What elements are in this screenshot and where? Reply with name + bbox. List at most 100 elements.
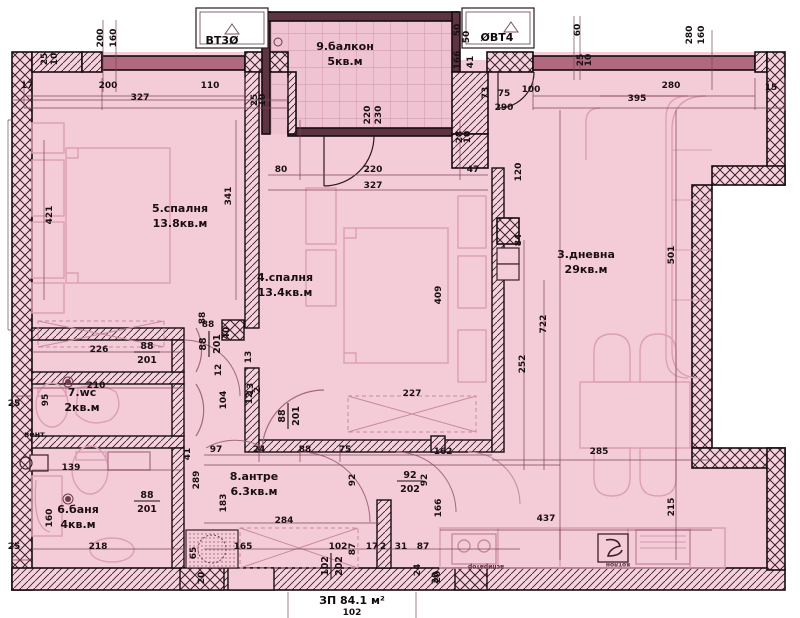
dimension-value: 88 — [198, 312, 208, 325]
dimension-value: 722 — [539, 315, 549, 334]
room-labels: 3.дневна29кв.м4.спалня13.4кв.м5.спалня13… — [57, 40, 615, 531]
dimension-value: 50 — [453, 24, 463, 37]
door-height: 201 — [212, 334, 223, 354]
dimension-value: 12 — [214, 364, 224, 377]
dimension-value: 50 — [462, 31, 472, 44]
door-height: 202 — [400, 484, 420, 495]
dimension-value: 87 — [348, 543, 358, 556]
dimension-value: 87 — [417, 542, 430, 552]
dimension-value: 41 — [183, 448, 193, 461]
dimension-value: 200 — [99, 81, 118, 91]
appliance-label: котлон — [606, 561, 630, 568]
door-width: 102 — [320, 556, 331, 576]
door-height: 201 — [137, 504, 157, 515]
dimension-value: 421 — [45, 206, 55, 225]
door-height: 201 — [137, 355, 157, 366]
appliance-label: аспиратор — [467, 563, 504, 570]
door-width: 88 — [140, 341, 154, 352]
door-width: 88 — [198, 337, 209, 351]
dimension-value: 24 — [253, 445, 266, 455]
dimension-value: 60 — [573, 24, 583, 37]
dining-table — [579, 381, 691, 449]
door-height: 202 — [334, 556, 345, 576]
dimension-value: 409 — [434, 286, 444, 305]
dimension-value: 10 — [258, 94, 268, 107]
dimension-value: 13 — [244, 351, 254, 364]
dimension-value: 437 — [537, 514, 556, 524]
dimension-value: 395 — [628, 94, 647, 104]
door-swings — [183, 71, 535, 523]
wc-toilet — [35, 382, 69, 428]
dimension-value: 20 — [197, 572, 207, 585]
dimension-value: 290 — [495, 103, 514, 113]
dimension-value: 65 — [189, 547, 199, 560]
room-area: 4кв.м — [60, 518, 95, 531]
dimension-value: 160 — [45, 509, 55, 528]
window-openings — [179, 7, 535, 591]
dimension-value: 100 — [522, 85, 541, 95]
dimension-value: 220 — [364, 165, 383, 175]
dimension-value: 200 — [96, 29, 106, 48]
plan-area-title: ЗП 84.1 м² — [319, 594, 385, 607]
dimension-value: 10 — [463, 131, 473, 144]
dimension-value: 210 — [87, 381, 106, 391]
room-name: 7.wc — [68, 386, 97, 399]
dimension-value: 220 — [363, 106, 373, 125]
dimension-value: 139 — [62, 463, 81, 473]
dimension-value: 25 — [576, 54, 586, 67]
dimension-value: 501 — [667, 246, 677, 265]
floor-areas — [12, 12, 785, 590]
room-area: 29кв.м — [565, 263, 608, 276]
dimension-value: 120 — [514, 163, 524, 182]
dimension-value: 10 — [584, 54, 594, 67]
dimension-value: 284 — [275, 516, 294, 526]
dimension-value: 252 — [518, 355, 528, 374]
dimension-value: 226 — [90, 345, 109, 355]
dimension-value: 280 — [685, 26, 695, 45]
bed-bedroom5 — [65, 147, 171, 284]
dimension-value: 95 — [41, 394, 51, 407]
dimension-value: 84 — [514, 234, 524, 247]
room-area: 2кв.м — [64, 401, 99, 414]
dimension-value: 218 — [89, 542, 108, 552]
dimension-value: 327 — [131, 93, 150, 103]
room-label-r7: 7.wc 2кв.м — [64, 386, 99, 414]
dimension-value: 31 — [395, 542, 408, 552]
dimension-value: 97 — [210, 445, 223, 455]
dimension-value: 24 — [413, 564, 423, 577]
door-height: 201 — [291, 406, 302, 426]
dimension-value: 289 — [192, 471, 202, 490]
dimension-value: 327 — [364, 181, 383, 191]
dimension-value: 92 — [420, 474, 430, 487]
door-terrace — [497, 71, 535, 109]
dimension-value: 41 — [466, 56, 476, 69]
vent-marker-label: ВТ3Ø — [206, 34, 240, 47]
dimension-value: 40 — [222, 327, 232, 340]
room-name: 5.спалня — [152, 202, 208, 215]
dimension-value: 162 — [434, 447, 453, 457]
dimension-value: 10 — [50, 53, 60, 66]
dimension-value: 13 — [246, 383, 256, 396]
dimension-value: 166 — [434, 499, 444, 518]
dimension-value: 25 — [8, 542, 21, 552]
dimension-value: 17 — [366, 542, 379, 552]
dimension-value: 285 — [590, 447, 609, 457]
dimension-value: 20 — [431, 572, 441, 585]
room-name: 9.балкон — [316, 40, 374, 53]
vent-marker-label: ØВТ4 — [481, 31, 514, 44]
dimension-value: 110 — [201, 81, 220, 91]
